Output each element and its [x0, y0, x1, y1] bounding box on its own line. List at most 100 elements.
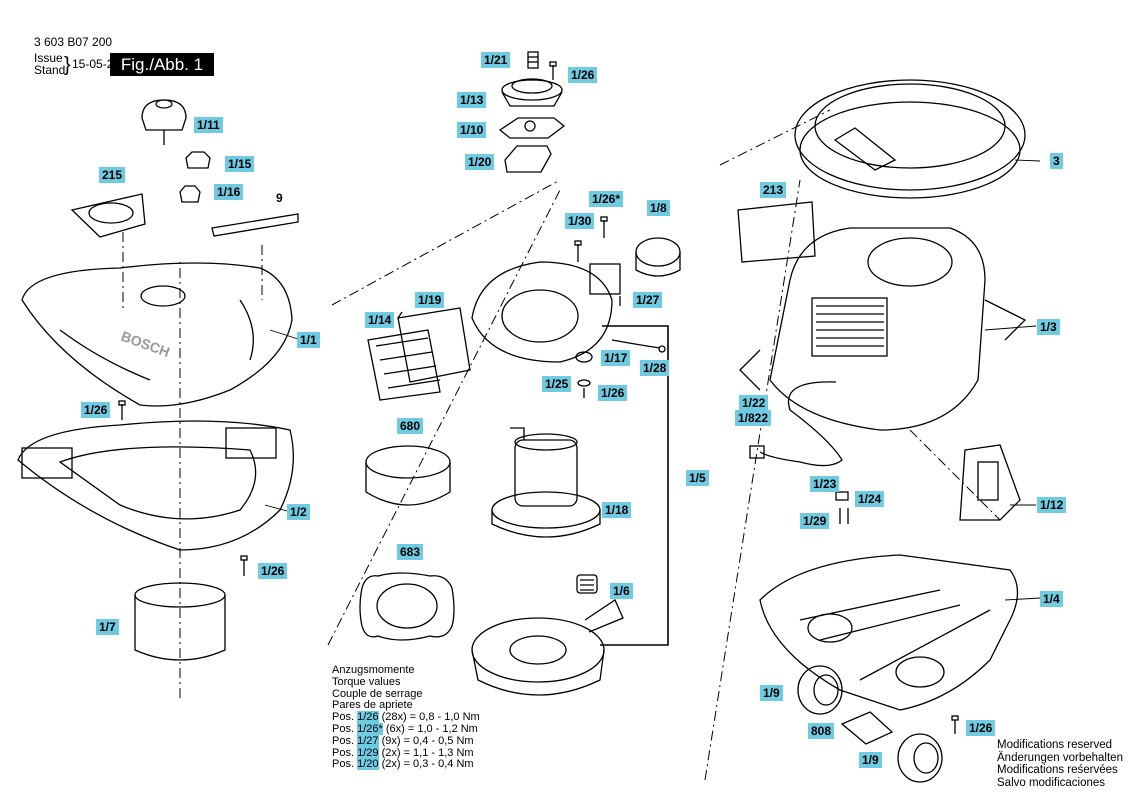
part-label-9: 9 — [276, 191, 283, 205]
screw-1-26-top — [549, 61, 557, 80]
part-label-1-26: 1/26 — [568, 67, 598, 83]
part-label-1-3: 1/3 — [1037, 319, 1060, 335]
part-label-1-15: 1/15 — [225, 156, 255, 172]
part-label-1-13: 1/13 — [457, 92, 487, 108]
switch-plate-1-10 — [498, 117, 566, 139]
sticker-213 — [737, 201, 816, 263]
part-label-1-26-mid: 1/26 — [598, 385, 628, 401]
part-label-1-23: 1/23 — [810, 476, 840, 492]
part-label-1-21: 1/21 — [481, 52, 511, 68]
part-label-680: 680 — [397, 418, 424, 434]
relay-cap-1-21 — [527, 51, 539, 69]
part-1-17 — [575, 351, 593, 363]
assembly-bracket-1-5 — [600, 325, 669, 646]
filter-1-19 — [397, 307, 471, 383]
seal-680 — [365, 445, 451, 506]
part-label-1-10: 1/10 — [457, 122, 487, 138]
sticker-9 — [211, 213, 299, 237]
part-label-1-16: 1/16 — [214, 184, 244, 200]
modifications-de: Änderungen vorbehalten — [997, 751, 1123, 764]
part-label-1-25: 1/25 — [542, 376, 572, 392]
torque-row: Pos. 1/27 (9x) = 0,4 - 0,5 Nm — [332, 734, 474, 747]
leader-lines — [264, 159, 1041, 601]
filter-1-6 — [576, 574, 598, 594]
base-frame-1-2 — [17, 420, 294, 551]
issue-date: 15-05-21 — [72, 57, 121, 71]
torque-row: Pos. 1/29 (2x) = 1,1 - 1,3 Nm — [332, 746, 474, 759]
screw-1-26-left — [118, 400, 126, 420]
part-label-1-28: 1/28 — [640, 360, 670, 376]
sticker-215 — [70, 193, 146, 238]
issue-brace: } — [64, 54, 71, 76]
gasket-683 — [359, 572, 455, 641]
ring-1-7 — [134, 582, 226, 661]
torque-title-de: Anzugsmomente — [332, 664, 415, 676]
washer-1-25 — [577, 379, 591, 387]
wheel-1-9-upper — [797, 665, 843, 715]
holder-1-12 — [959, 444, 1021, 521]
part-label-1-26-base: 1/26 — [966, 720, 996, 736]
clamp-1-24 — [835, 491, 849, 501]
part-label-1-6: 1/6 — [610, 583, 633, 599]
part-label-213: 213 — [760, 182, 787, 198]
screw-1-30 — [574, 240, 582, 262]
chassis-1-4 — [759, 554, 1019, 711]
nut-1-16 — [179, 185, 201, 203]
modifications-fr: Modifications reśervées — [997, 764, 1118, 777]
part-label-1-4: 1/4 — [1040, 591, 1063, 607]
motor-housing-top — [471, 261, 621, 363]
modifications-en: Modifications reserved — [997, 739, 1113, 751]
part-label-1-14: 1/14 — [365, 312, 395, 328]
torque-row: Pos. 1/26* (6x) = 1,0 - 1,2 Nm — [332, 722, 478, 735]
modifications-es: Salvo modificaciones — [997, 776, 1106, 789]
part-label-1-18: 1/18 — [602, 502, 632, 518]
sticker-808 — [840, 711, 894, 745]
part-label-1-11: 1/11 — [194, 117, 223, 133]
screws-1-29 — [839, 508, 849, 524]
part-label-1-5: 1/5 — [686, 470, 709, 486]
part-label-1-9-lower: 1/9 — [859, 752, 882, 768]
part-label-1-24: 1/24 — [855, 491, 885, 507]
screw-1-26-base — [951, 715, 959, 734]
figure-number: Fig./Abb. 1 — [110, 53, 214, 76]
torque-row: Pos. 1/20 (2x) = 0,3 - 0,4 Nm — [332, 758, 474, 771]
part-label-1-19: 1/19 — [415, 292, 445, 308]
knob-1-11 — [141, 99, 187, 145]
part-label-1-2: 1/2 — [287, 504, 310, 520]
sticker-215-hole — [88, 202, 134, 224]
part-label-1-12: 1/12 — [1037, 497, 1067, 513]
part-label-1-17: 1/17 — [601, 350, 631, 366]
torque-title-en: Torque values — [332, 675, 401, 688]
torque-title-es: Pares de apriete — [332, 699, 413, 712]
issue-label: Issue — [34, 51, 63, 65]
part-label-1-26-left: 1/26 — [81, 402, 111, 418]
screw-1-26star — [600, 216, 608, 238]
part-label-1-27: 1/27 — [633, 292, 663, 308]
power-cable-1-22 — [749, 381, 843, 467]
part-label-808: 808 — [808, 723, 835, 739]
part-label-1-1: 1/1 — [297, 332, 320, 348]
part-label-1-29: 1/29 — [800, 513, 830, 529]
part-label-1-22: 1/22 — [739, 395, 769, 411]
part-label-683: 683 — [397, 544, 424, 560]
torque-title-fr: Couple de serrage — [332, 687, 423, 700]
part-label-1-7: 1/7 — [96, 619, 119, 635]
doc-number: 3 603 B07 200 — [34, 35, 113, 49]
modifications-note: Modifications reserved Änderungen vorbeh… — [997, 739, 1123, 789]
part-label-1-822: 1/822 — [735, 410, 772, 426]
cable-1-28 — [611, 339, 666, 353]
container-1-3 — [739, 227, 1027, 431]
torque-values-table: Anzugsmomente Torque values Couple de se… — [332, 664, 480, 771]
wheel-1-9-lower — [897, 733, 943, 783]
motor-1-18 — [491, 427, 601, 538]
top-cover-1-1: BOSCH — [21, 262, 293, 407]
part-label-1-26-lower: 1/26 — [258, 563, 288, 579]
part-label-1-26star: 1/26* — [589, 191, 624, 207]
nozzle-ring-1-8 — [635, 237, 681, 277]
part-label-1-8: 1/8 — [647, 200, 670, 216]
part-label-1-20: 1/20 — [465, 154, 495, 170]
fan-housing — [471, 599, 624, 696]
part-label-215: 215 — [99, 167, 126, 183]
hose-3 — [794, 79, 1026, 199]
